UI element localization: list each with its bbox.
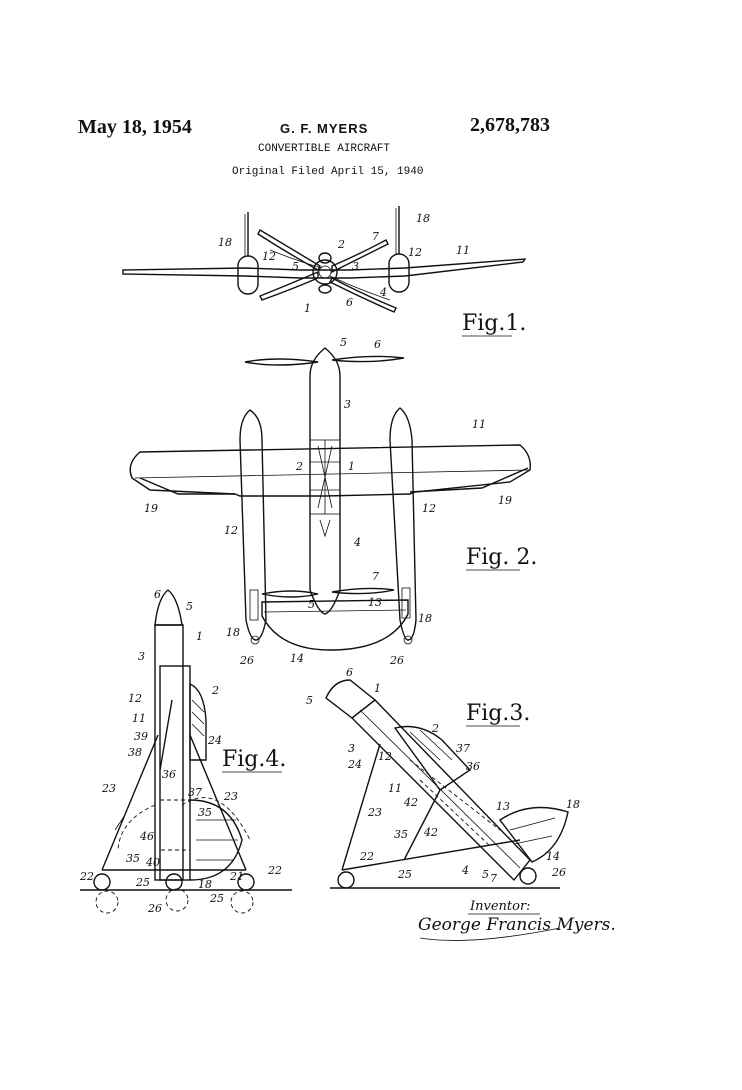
svg-text:25: 25 [209,892,224,905]
figure-2-label: Fig. 2. [466,545,537,570]
svg-text:22: 22 [359,850,374,863]
svg-text:2: 2 [295,460,303,473]
svg-text:23: 23 [367,806,382,819]
svg-text:23: 23 [223,790,238,803]
svg-text:13: 13 [368,596,382,609]
svg-text:3: 3 [138,650,145,663]
svg-text:26: 26 [239,654,254,667]
svg-text:14: 14 [546,850,560,863]
svg-text:11: 11 [132,712,146,725]
svg-text:2: 2 [211,684,219,697]
svg-text:35: 35 [198,806,212,819]
svg-text:25: 25 [397,868,412,881]
svg-text:24: 24 [207,734,222,747]
svg-text:24: 24 [347,758,362,771]
svg-text:18: 18 [566,798,580,811]
svg-text:26: 26 [147,902,162,915]
svg-text:6: 6 [346,666,353,679]
svg-text:1: 1 [374,682,381,695]
figure-2-plan-view: 5 6 3 11 2 1 19 19 12 12 4 7 5 13 18 18 … [129,336,537,667]
svg-text:12: 12 [128,692,142,705]
svg-text:26: 26 [389,654,404,667]
patent-date: May 18, 1954 [78,116,192,138]
svg-text:2: 2 [337,238,345,251]
inventor-signature: Inventor: George Francis Myers. [418,899,616,941]
signature-caption: Inventor: [469,899,531,914]
svg-text:4: 4 [353,536,361,549]
svg-text:3: 3 [344,398,351,411]
svg-text:18: 18 [226,626,240,639]
inventor-name: G. F. MYERS [280,121,369,136]
svg-text:7: 7 [372,570,379,583]
svg-text:25: 25 [135,876,150,889]
patent-number: 2,678,783 [470,114,550,136]
svg-text:5: 5 [308,598,315,611]
svg-text:39: 39 [134,730,148,743]
svg-text:5: 5 [292,260,299,273]
svg-text:38: 38 [128,746,142,759]
svg-text:1: 1 [196,630,203,643]
svg-text:36: 36 [466,760,480,773]
svg-text:35: 35 [394,828,408,841]
svg-text:3: 3 [348,742,355,755]
svg-text:5: 5 [482,868,489,881]
svg-text:36: 36 [162,768,176,781]
svg-text:12: 12 [224,524,238,537]
svg-text:5: 5 [306,694,313,707]
svg-text:37: 37 [456,742,470,755]
svg-text:23: 23 [101,782,116,795]
figure-4-side-view: 6 5 1 3 2 12 11 39 24 38 36 37 23 23 35 … [79,588,292,915]
figure-3-label: Fig.3. [466,701,530,726]
svg-text:1: 1 [348,460,355,473]
svg-text:18: 18 [416,212,430,225]
svg-text:13: 13 [496,800,510,813]
svg-text:18: 18 [418,612,432,625]
svg-text:3: 3 [352,260,359,273]
svg-text:12: 12 [262,250,276,263]
svg-text:19: 19 [498,494,512,507]
figure-1-label: Fig.1. [462,311,526,336]
svg-text:1: 1 [304,302,311,315]
svg-text:46: 46 [139,830,154,843]
svg-text:14: 14 [290,652,304,665]
figure-1-front-view: 18 12 2 7 18 12 11 5 3 1 6 4 Fig.1. [122,206,527,337]
svg-text:7: 7 [372,230,379,243]
figure-4-label: Fig.4. [222,747,286,772]
svg-text:5: 5 [186,600,193,613]
svg-text:42: 42 [403,796,418,809]
patent-title: CONVERTIBLE AIRCRAFT [258,143,391,155]
svg-text:6: 6 [346,296,353,309]
filing-date: Original Filed April 15, 1940 [232,166,424,178]
svg-text:18: 18 [218,236,232,249]
svg-text:11: 11 [472,418,486,431]
svg-text:42: 42 [423,826,438,839]
svg-text:37: 37 [188,786,202,799]
svg-text:26: 26 [551,866,566,879]
svg-text:4: 4 [379,286,387,299]
svg-text:22: 22 [267,864,282,877]
svg-text:2: 2 [431,722,439,735]
signature-name: George Francis Myers. [418,915,616,935]
svg-text:35: 35 [126,852,140,865]
svg-text:11: 11 [388,782,402,795]
svg-text:18: 18 [198,878,212,891]
svg-text:12: 12 [422,502,436,515]
svg-text:7: 7 [490,872,497,885]
svg-text:12: 12 [408,246,422,259]
svg-text:5: 5 [340,336,347,349]
svg-text:19: 19 [144,502,158,515]
figure-3-tilted-view: 6 1 5 2 37 3 36 24 12 11 42 18 13 23 35 … [306,666,580,889]
svg-text:21: 21 [229,870,244,883]
svg-text:12: 12 [378,750,392,763]
svg-text:22: 22 [79,870,94,883]
svg-text:11: 11 [456,244,470,257]
svg-text:40: 40 [145,856,160,869]
svg-text:4: 4 [461,864,469,877]
svg-text:6: 6 [374,338,381,351]
svg-text:6: 6 [154,588,161,601]
